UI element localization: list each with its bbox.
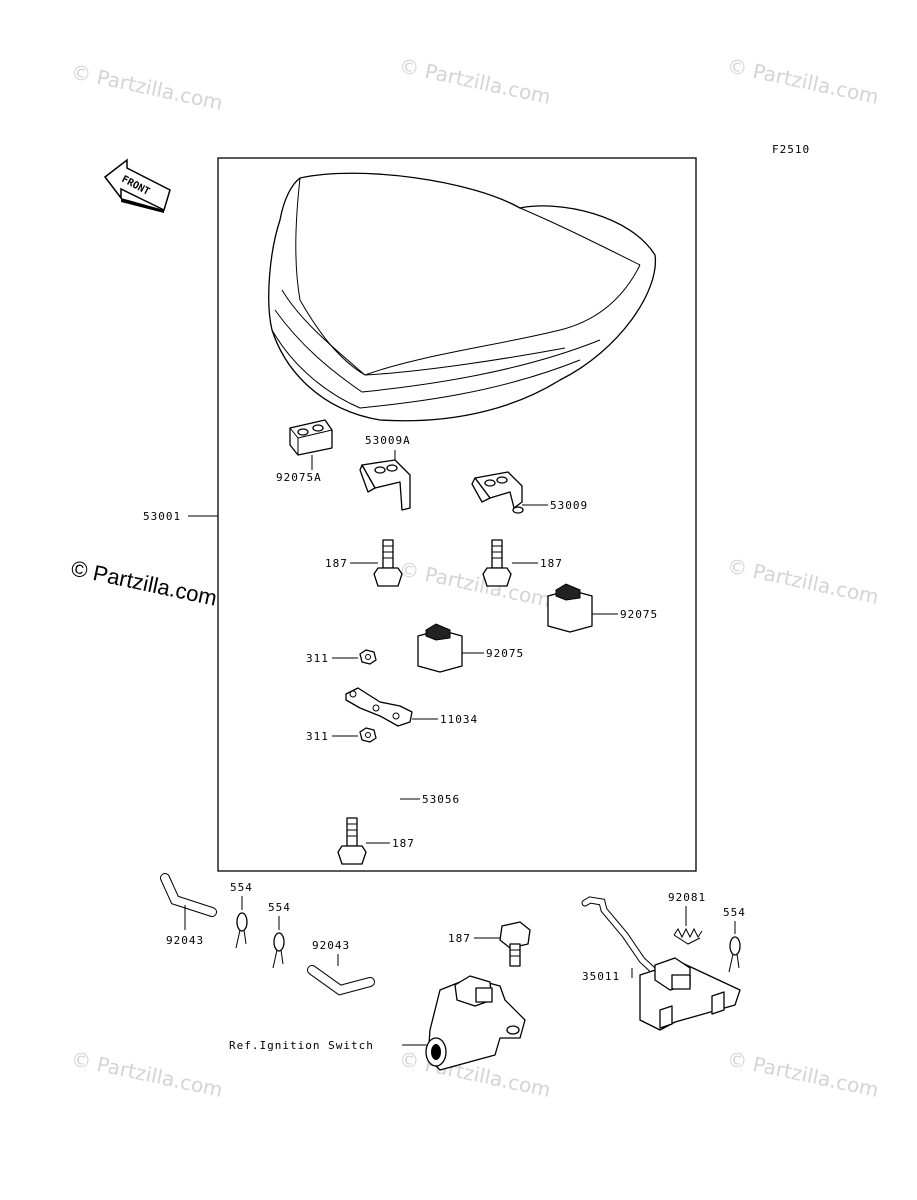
seat-latch-icon <box>639 957 741 1031</box>
label-53009A: 53009A <box>365 434 411 447</box>
pin-554-icon <box>235 912 248 949</box>
tube-92043-icon <box>160 873 217 917</box>
label-187-right: 187 <box>540 557 563 570</box>
tube-53056-icon <box>362 768 403 812</box>
label-92043-mid: 92043 <box>312 939 350 952</box>
label-187-lower: 187 <box>448 932 471 945</box>
bolt-187-icon <box>373 539 403 587</box>
seat-icon <box>268 172 657 422</box>
label-311-top: 311 <box>306 652 329 665</box>
part-53009A-icon <box>359 459 411 511</box>
bracket-11034-icon <box>345 687 413 727</box>
label-92043-left: 92043 <box>166 934 204 947</box>
label-ref-ignition-switch: Ref.Ignition Switch <box>229 1039 374 1052</box>
watermark: © Partzilla.com <box>69 59 225 115</box>
label-11034: 11034 <box>440 713 478 726</box>
tube-92043-icon <box>307 965 375 996</box>
ignition-switch-icon <box>425 975 526 1071</box>
part-92075-icon <box>417 623 463 673</box>
watermark: © Partzilla.com <box>69 1046 225 1102</box>
bolt-187-icon <box>482 539 512 587</box>
label-92081: 92081 <box>668 891 706 904</box>
label-53009: 53009 <box>550 499 588 512</box>
watermark-prominent: © Partzilla.com <box>69 555 219 610</box>
pin-554-icon <box>728 936 741 973</box>
nut-311-icon <box>359 727 377 743</box>
label-92075-right: 92075 <box>620 608 658 621</box>
label-554-mid: 554 <box>268 901 291 914</box>
watermark: © Partzilla.com <box>397 53 553 109</box>
label-92075A: 92075A <box>276 471 322 484</box>
rod-35011-icon <box>581 896 659 976</box>
label-53001: 53001 <box>143 510 181 523</box>
label-187-bottom: 187 <box>392 837 415 850</box>
label-311-bottom: 311 <box>306 730 329 743</box>
label-554-left: 554 <box>230 881 253 894</box>
label-53056: 53056 <box>422 793 460 806</box>
label-187-left: 187 <box>325 557 348 570</box>
bolt-187-icon <box>337 817 367 865</box>
pin-554-icon <box>272 932 285 969</box>
label-92075-middle: 92075 <box>486 647 524 660</box>
part-92075-icon <box>547 583 593 633</box>
assembly-frame <box>217 157 697 872</box>
label-554-right: 554 <box>723 906 746 919</box>
part-92075A-icon <box>289 419 333 456</box>
label-35011: 35011 <box>582 970 620 983</box>
bolt-187-icon <box>499 921 531 967</box>
watermark: © Partzilla.com <box>725 1046 881 1102</box>
watermark: © Partzilla.com <box>725 553 881 609</box>
figure-code: F2510 <box>772 143 810 156</box>
part-53009-icon <box>471 471 524 514</box>
front-arrow-icon: FRONT <box>103 158 171 213</box>
spring-92081-icon <box>673 927 703 945</box>
nut-311-icon <box>359 649 377 665</box>
watermark: © Partzilla.com <box>725 53 881 109</box>
watermark: © Partzilla.com <box>397 556 553 612</box>
